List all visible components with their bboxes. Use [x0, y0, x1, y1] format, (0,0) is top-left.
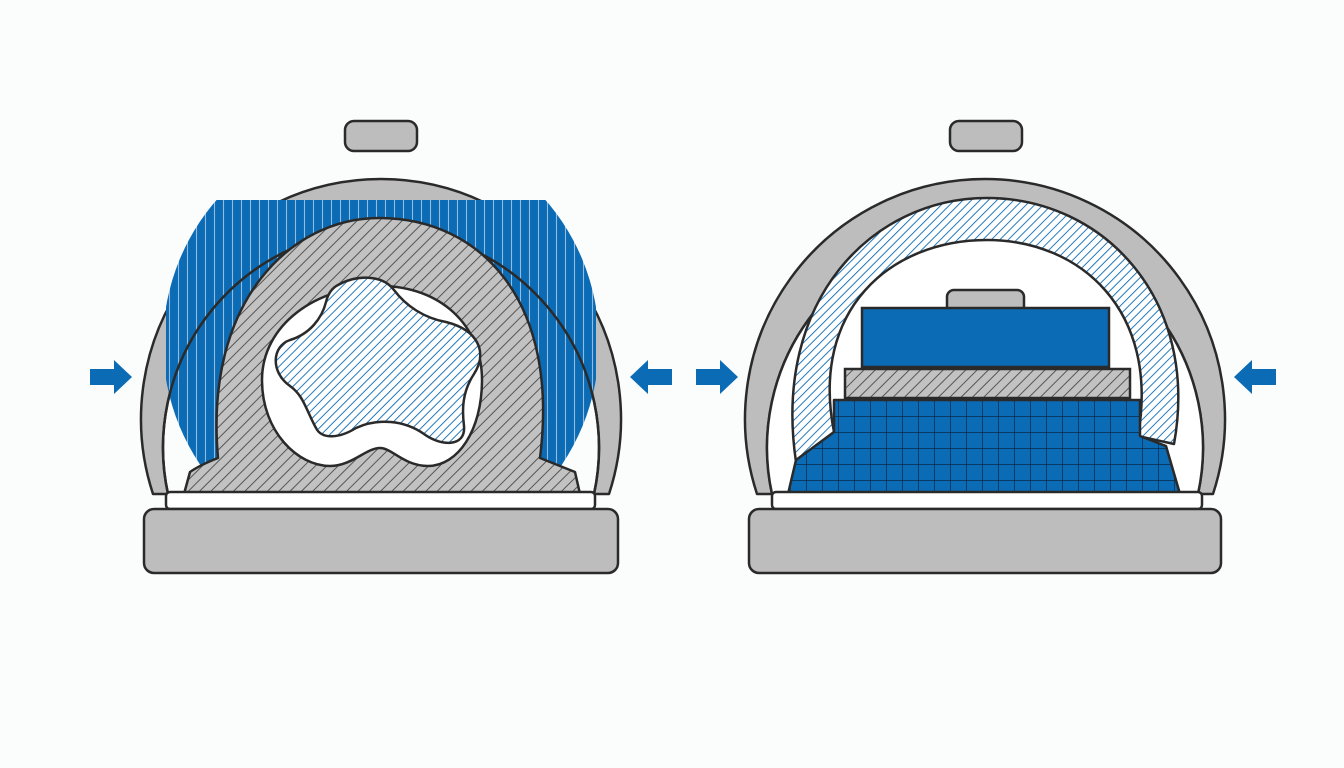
left-base — [142, 507, 620, 575]
right-blue-block — [860, 306, 1111, 369]
left-arrow-right — [90, 360, 132, 394]
left-cap — [343, 119, 419, 153]
left-arrow-left — [630, 360, 672, 394]
right-base-top-rim — [770, 490, 1204, 511]
right-arrow-right — [696, 360, 738, 394]
left-diagram — [90, 119, 672, 575]
right-blue-hatched-arch — [791, 196, 1180, 464]
right-base — [747, 507, 1223, 575]
right-arrow-left — [1234, 360, 1276, 394]
right-gray-hatched-plate — [843, 367, 1132, 400]
right-diagram — [696, 119, 1276, 575]
right-cap — [948, 119, 1024, 153]
left-blue-hatched-core — [274, 276, 482, 445]
right-blue-grid-bed — [786, 398, 1182, 496]
left-base-top-rim — [164, 490, 597, 511]
